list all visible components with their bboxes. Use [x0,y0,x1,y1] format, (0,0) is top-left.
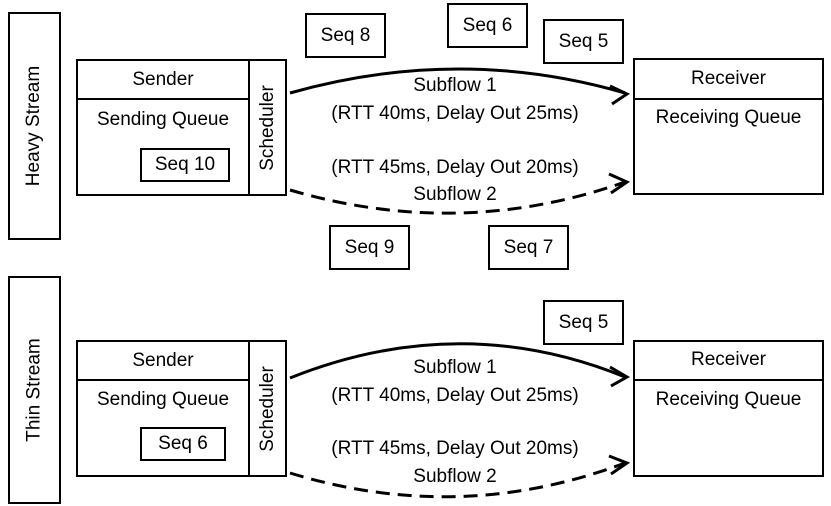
heavy-subflow1-arrowhead [609,84,631,106]
heavy-scheduler-label: Scheduler [257,84,278,171]
heavy-sender-title: Sender [132,69,194,90]
thin-receiver-divider [633,379,824,381]
thin-receiver-title: Receiver [691,349,766,370]
heavy-stream-label: Heavy Stream [8,12,61,240]
heavy-subflow2-name: Subflow 2 [413,184,497,205]
heavy-sending-queue-label: Sending Queue [96,109,230,130]
thin-subflow2-params: (RTT 45ms, Delay Out 20ms) [331,438,579,459]
heavy-subflow2-arrowhead [608,172,631,195]
heavy-subflow2-arrow [289,180,626,215]
heavy-receiving-queue-label: Receiving Queue [655,107,802,128]
thin-subflow1-name: Subflow 1 [413,357,497,378]
heavy-packet-seq6: Seq 6 [447,3,528,48]
thin-subflow1-arrow [289,342,626,380]
thin-packet-seq5: Seq 5 [543,300,624,345]
thin-stream-label: Thin Stream [8,276,61,504]
heavy-packet-seq9: Seq 9 [329,225,410,270]
thin-subflow2-arrow [289,461,626,499]
heavy-receiver-box [633,58,824,195]
thin-scheduler-label: Scheduler [257,365,278,452]
thin-sending-queue-label: Sending Queue [96,389,230,410]
thin-receiver-box [633,340,824,477]
heavy-sender-divider [76,98,250,100]
thin-subflow1-arrowhead [609,365,631,388]
heavy-subflow1-arrow [289,67,626,95]
thin-scheduler-divider [248,340,250,477]
thin-subflow2-name: Subflow 2 [413,466,497,487]
heavy-packet-seq8: Seq 8 [305,13,386,58]
heavy-packet-seq7: Seq 7 [488,225,569,270]
thin-queue-item: Seq 6 [140,427,226,461]
thin-receiving-queue-label: Receiving Queue [655,389,802,410]
heavy-subflow2-params: (RTT 45ms, Delay Out 20ms) [331,157,579,178]
thin-subflow1-params: (RTT 40ms, Delay Out 25ms) [331,385,579,406]
thin-subflow2-arrowhead [608,454,631,476]
thin-sender-title: Sender [132,350,194,371]
thin-sender-divider [76,379,250,381]
heavy-receiver-divider [633,98,824,100]
heavy-receiver-title: Receiver [691,68,766,89]
heavy-packet-seq5: Seq 5 [543,19,624,64]
heavy-queue-item: Seq 10 [140,148,230,182]
heavy-subflow1-params: (RTT 40ms, Delay Out 25ms) [331,103,579,124]
heavy-subflow1-name: Subflow 1 [413,75,497,96]
heavy-scheduler-divider [248,59,250,196]
